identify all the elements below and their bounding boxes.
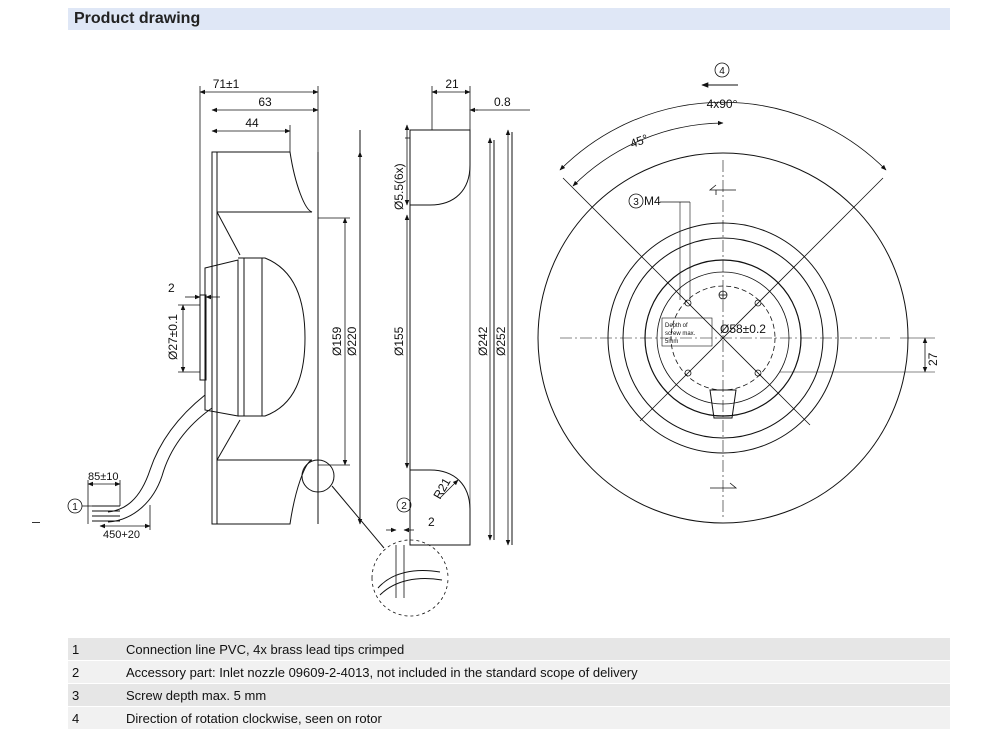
side-backplate xyxy=(211,151,218,525)
cable-inner xyxy=(107,407,213,523)
dim-cable-85: 85±10 xyxy=(88,471,119,483)
dim-dia-159: Ø159 xyxy=(330,326,344,356)
dim-dia-58: Ø58±0.2 xyxy=(720,322,766,336)
detail-marker-circle xyxy=(301,459,335,493)
dim-shaft-diameter: Ø27±0.1 xyxy=(166,314,180,360)
legend-number: 1 xyxy=(72,641,80,657)
detail-leader xyxy=(331,485,385,549)
legend-row: 1 Connection line PVC, 4x brass lead tip… xyxy=(68,638,950,660)
side-shroud-bottom xyxy=(217,459,313,525)
dim-length-63: 63 xyxy=(258,95,272,109)
dim-offset-27: 27 xyxy=(926,352,940,366)
front-diagonal-135 xyxy=(639,177,884,422)
dim-hole-diameter: Ø5.5(6x) xyxy=(392,163,406,210)
legend-text: Direction of rotation clockwise, seen on… xyxy=(126,710,382,726)
dim-2-detail: 2 xyxy=(428,515,435,529)
side-shroud-top xyxy=(217,151,313,213)
section-view xyxy=(409,129,513,546)
legend-number: 2 xyxy=(72,664,80,680)
screw-hole-icon xyxy=(754,369,762,377)
screw-note-line-1: Depth of xyxy=(665,323,688,329)
side-cone-upper xyxy=(216,211,241,256)
dim-2-left: 2 xyxy=(168,281,175,295)
dim-angle-45: 45° xyxy=(628,131,650,150)
legend-number: 4 xyxy=(72,710,80,726)
legend-table: 1 Connection line PVC, 4x brass lead tip… xyxy=(68,638,950,730)
dim-thickness-08: 0.8 xyxy=(494,95,511,109)
dim-angle-4x90: 4x90° xyxy=(707,97,738,111)
technical-drawing: 71±1 63 44 2 Ø27±0.1 Ø159 Ø220 85±10 450… xyxy=(67,62,940,617)
legend-row: 2 Accessory part: Inlet nozzle 09609-2-4… xyxy=(68,661,950,683)
dim-length-44: 44 xyxy=(245,116,259,130)
callout-3: 3 xyxy=(628,193,644,209)
front-diagonal-45 xyxy=(562,177,811,426)
dim-overall-length: 71±1 xyxy=(213,77,240,91)
dim-width-21: 21 xyxy=(445,77,459,91)
screw-hole-icon xyxy=(684,369,692,377)
screw-note-line-2: screw max. xyxy=(665,331,696,337)
flow-arrow-icon xyxy=(708,184,736,195)
svg-text:4: 4 xyxy=(719,66,725,77)
dim-dia-252: Ø252 xyxy=(494,326,508,356)
front-view xyxy=(537,82,935,524)
screw-hole-icon xyxy=(754,299,762,307)
dim-cable-450: 450+20 xyxy=(103,529,140,541)
side-dimensions xyxy=(87,86,363,530)
dim-dia-242: Ø242 xyxy=(476,326,490,356)
margin-tick xyxy=(32,522,40,523)
screw-hole-icon xyxy=(684,299,692,307)
callout-2: 2 xyxy=(396,497,412,513)
dim-thread-m4: M4 xyxy=(644,194,661,208)
section-top-flange xyxy=(409,129,471,206)
screw-depth-note-box xyxy=(661,317,713,347)
detail-view xyxy=(371,527,449,617)
side-motor-flange xyxy=(204,259,239,417)
svg-text:1: 1 xyxy=(72,502,78,513)
svg-text:3: 3 xyxy=(633,197,639,208)
flow-arrow-icon xyxy=(710,482,738,489)
angle-arc-45 xyxy=(572,120,724,187)
legend-row: 3 Screw depth max. 5 mm xyxy=(68,684,950,706)
legend-text: Accessory part: Inlet nozzle 09609-2-401… xyxy=(126,664,638,680)
cable-outer xyxy=(107,394,206,513)
dim-dia-220: Ø220 xyxy=(345,326,359,356)
section-header: Product drawing xyxy=(68,8,950,30)
side-cone-lower xyxy=(216,419,241,461)
section-dimensions xyxy=(404,86,530,546)
legend-row: 4 Direction of rotation clockwise, seen … xyxy=(68,707,950,729)
dim-radius-21: R21 xyxy=(430,475,453,501)
screw-note-line-3: 5mm xyxy=(665,339,678,345)
legend-text: Connection line PVC, 4x brass lead tips … xyxy=(126,641,405,657)
side-shaft-hub xyxy=(199,294,207,381)
legend-text: Screw depth max. 5 mm xyxy=(126,687,267,703)
callout-4: 4 xyxy=(714,62,730,78)
section-title: Product drawing xyxy=(74,10,201,27)
legend-number: 3 xyxy=(72,687,80,703)
svg-text:2: 2 xyxy=(401,501,407,512)
angle-arc-4x90 xyxy=(559,101,887,171)
front-cable-exit xyxy=(709,389,737,419)
callout-1: 1 xyxy=(67,498,92,514)
side-motor-dome xyxy=(238,257,306,417)
dim-dia-155: Ø155 xyxy=(392,326,406,356)
